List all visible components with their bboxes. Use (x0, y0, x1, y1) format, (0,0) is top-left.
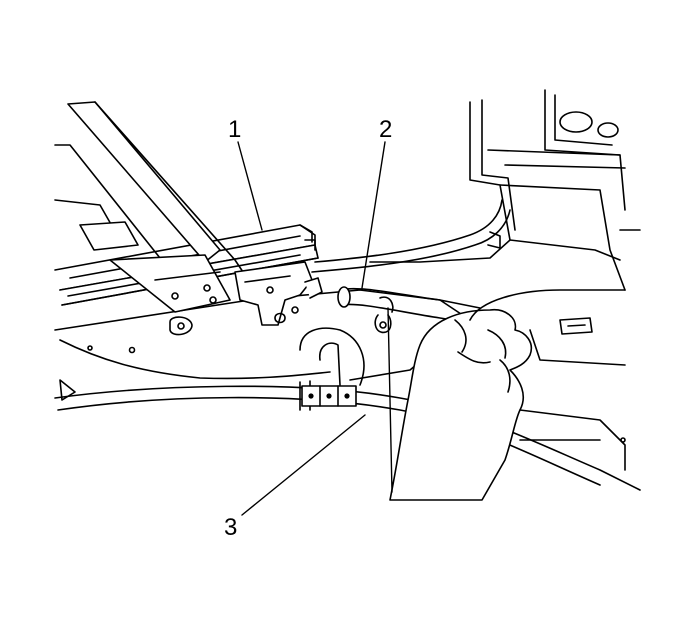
rail-bracket (234, 261, 323, 326)
callout-label-3: 3 (224, 514, 238, 541)
leader-line-3 (241, 414, 366, 516)
callout-label-1: 1 (228, 116, 242, 143)
leader-line-2b (387, 307, 393, 493)
drain-hose (337, 286, 481, 334)
hand (389, 308, 533, 501)
curved-panel (54, 380, 641, 491)
leader-line-1 (237, 141, 263, 231)
leader-line-2a (361, 141, 386, 289)
leader-lines (237, 141, 393, 516)
body-structure-right (369, 89, 641, 471)
corner-trim (311, 199, 511, 273)
callout-label-2: 2 (379, 116, 393, 143)
